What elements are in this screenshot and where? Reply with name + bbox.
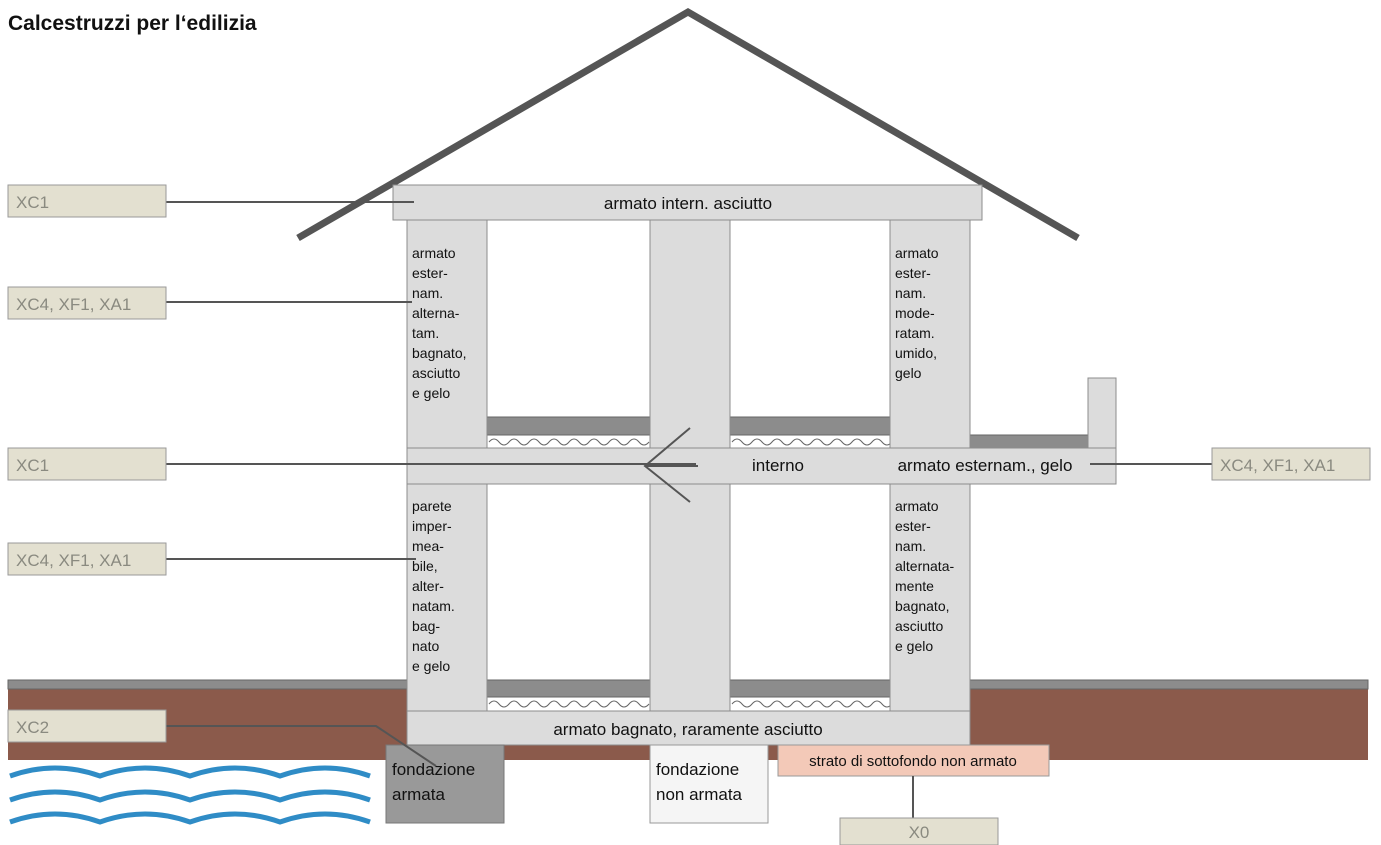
insulation-wave: [488, 700, 650, 708]
leader-lines: [166, 201, 1212, 818]
roof: [296, 7, 1080, 242]
exposure-label-right-slab: XC4, XF1, XA1: [1220, 456, 1335, 475]
insulation-lower-right: [729, 696, 891, 712]
reinforced-foundation-box: [385, 744, 505, 824]
bottom-slab-label: armato bagnato, raramente asciutto: [553, 720, 822, 739]
exposure-label-subfloor: X0: [909, 823, 930, 842]
middle-slab: [406, 447, 1117, 485]
exposure-label-foundation: XC2: [16, 718, 49, 737]
label-box-lower-wall: [7, 542, 167, 576]
column-lower-right-label: armato ester- nam. alternata- mente bagn…: [895, 498, 958, 654]
column-upper-right: [889, 219, 971, 449]
groundwater-waves: [9, 765, 371, 825]
top-slab-label: armato intern. asciutto: [604, 194, 772, 213]
label-box-upper-wall: [7, 286, 167, 320]
column-upper-left: [406, 219, 488, 449]
label-box-right-slab: [1211, 447, 1371, 481]
insulation-wave: [488, 438, 650, 446]
exposure-label-upper-wall: XC4, XF1, XA1: [16, 295, 131, 314]
subfloor-label: strato di sottofondo non armato: [809, 753, 1017, 770]
middle-slab-label-interior: interno: [752, 456, 804, 475]
reinforced-foundation-label: fondazione armata: [392, 760, 480, 804]
column-lower-left-label: parete imper- mea- bile, alter- natam. b…: [412, 498, 459, 674]
column-lower-left: [406, 483, 488, 712]
column-upper-right-label: armato ester- nam. mode- ratam. umido, g…: [895, 245, 942, 381]
balcony-floor-strip: [969, 434, 1089, 449]
unreinforced-foundation-box: [649, 744, 769, 824]
exposure-label-top-slab: XC1: [16, 193, 49, 212]
bottom-slab: [406, 710, 971, 746]
exposure-label-middle-slab: XC1: [16, 456, 49, 475]
floor-strip-upper-left: [486, 416, 651, 436]
insulation-wave: [731, 700, 893, 708]
unreinforced-foundation-label: fondazione non armata: [656, 760, 744, 804]
label-box-foundation: [7, 709, 167, 743]
floor-strip-upper-right: [729, 416, 891, 436]
column-upper-left-label: armato ester- nam. alterna- tam. bagnato…: [412, 245, 470, 401]
floor-strip-lower-right: [729, 679, 891, 698]
column-lower-right: [889, 483, 971, 712]
middle-slab-label-exterior: armato esternam., gelo: [898, 456, 1073, 475]
insulation-upper-right: [729, 434, 891, 449]
subfloor-box: [777, 744, 1050, 777]
insulation-upper-left: [486, 434, 651, 449]
insulation-wave: [731, 438, 893, 446]
label-box-subfloor: [839, 817, 999, 845]
label-box-middle-slab: [7, 447, 167, 481]
exposure-label-lower-wall: XC4, XF1, XA1: [16, 551, 131, 570]
page-title: Calcestruzzi per l‘edilizia: [8, 12, 257, 35]
floor-strip-lower-left: [486, 679, 651, 698]
label-box-top-slab: [7, 184, 167, 218]
